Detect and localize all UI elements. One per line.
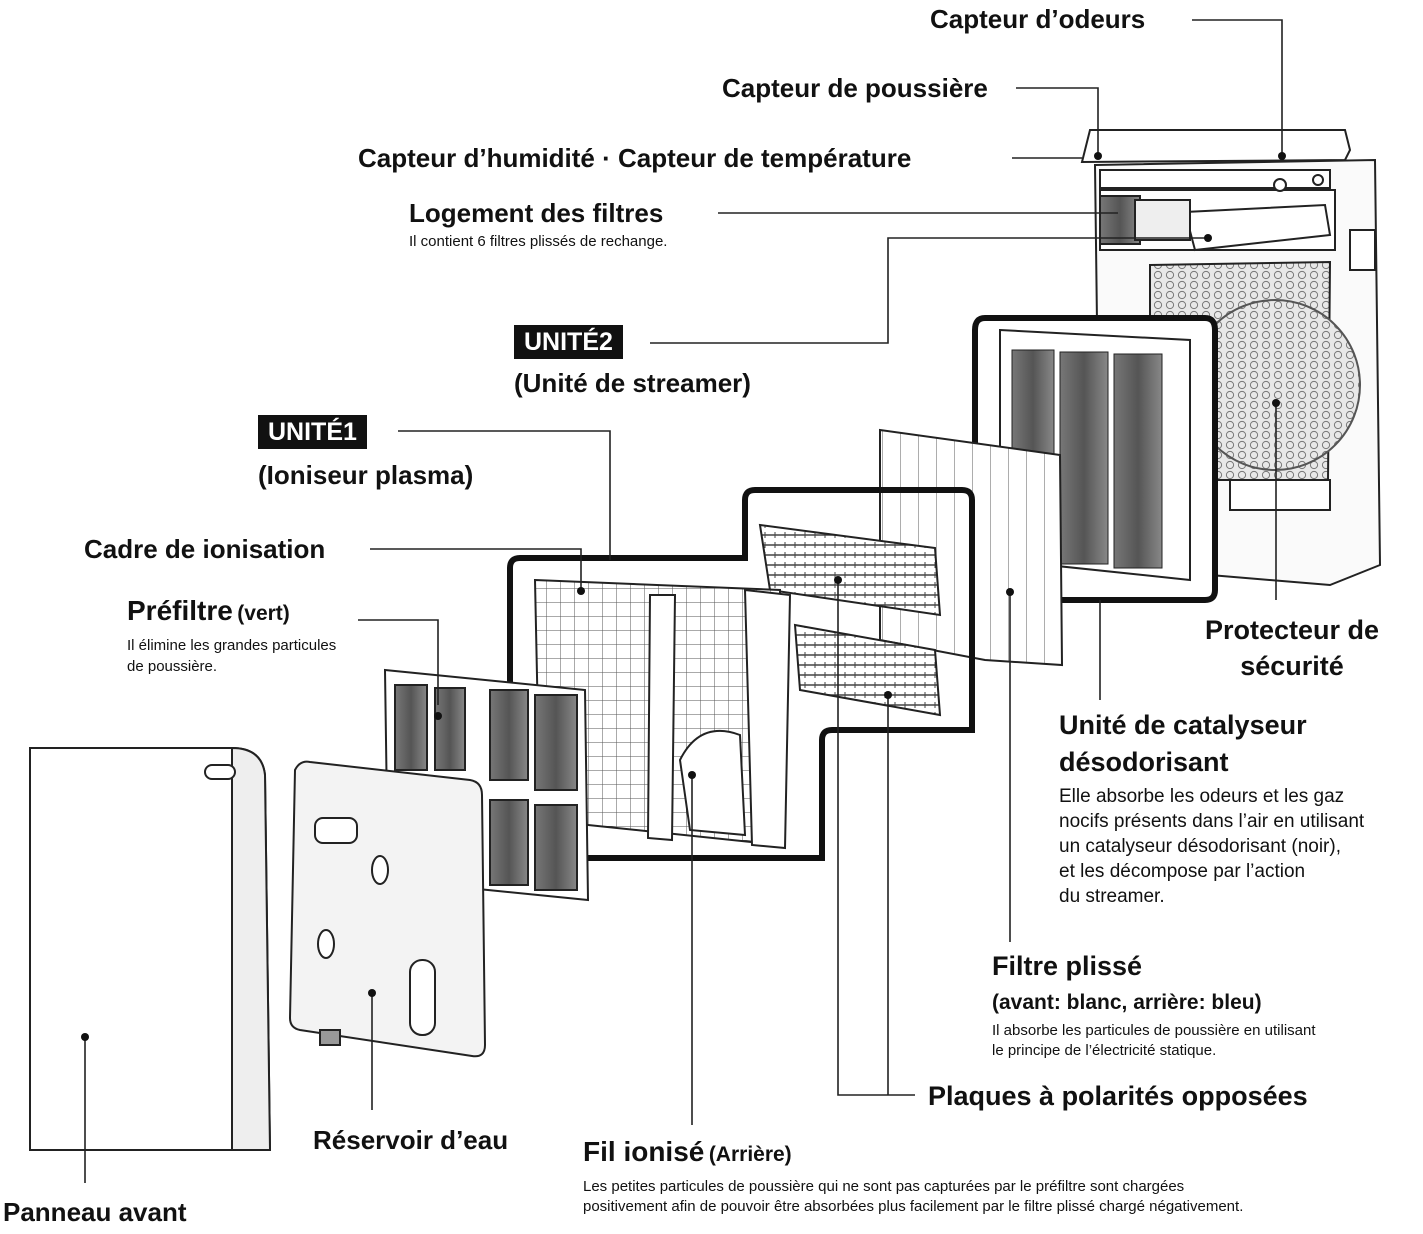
label-pleated-filter: Filtre plissé [992, 951, 1143, 981]
leader-lines [84, 19, 1283, 1183]
label-ionized-wire: Fil ionisé [583, 1136, 705, 1167]
label-pleated-filter-subtitle: (avant: blanc, arrière: bleu) [992, 991, 1262, 1014]
label-ionization-frame: Cadre de ionisation [84, 534, 326, 564]
front-panel-graphic [29, 746, 272, 1151]
label-unit2-subtitle: (Unité de streamer) [514, 368, 751, 398]
note-prefilter-1: Il élimine les grandes particules [127, 637, 337, 654]
unit1-outline [507, 487, 975, 861]
note-pleated-filter-1: Il absorbe les particules de poussière e… [992, 1022, 1316, 1039]
label-unit1-subtitle: (Ioniseur plasma) [258, 460, 474, 490]
label-dust-sensor: Capteur de poussière [722, 73, 988, 103]
label-ionized-wire-suffix: (Arrière) [708, 1143, 792, 1166]
electrode-plates-graphic [758, 523, 942, 717]
badge-unit2: UNITÉ2 [514, 325, 623, 359]
leader-dots [81, 152, 1286, 1041]
note-ionized-wire-1: Les petites particules de poussière qui … [583, 1178, 1185, 1195]
label-prefilter-group: Préfiltre (vert) [127, 595, 290, 627]
label-front-panel: Panneau avant [3, 1197, 187, 1227]
note-prefilter-2: de poussière. [127, 658, 218, 675]
note-catalyst-2: nocifs présents dans l’air en utilisant [1059, 811, 1365, 832]
note-filter-storage: Il contient 6 filtres plissés de rechang… [409, 233, 668, 250]
label-odor-sensor: Capteur d’odeurs [930, 4, 1146, 34]
label-prefilter: Préfiltre [127, 595, 233, 626]
ionization-frame-graphic [533, 578, 792, 850]
badge-unit1: UNITÉ1 [258, 415, 367, 449]
label-catalyst-unit-2: désodorisant [1059, 747, 1229, 777]
label-humidity-temp-sensor: Capteur d’humidité · Capteur de températ… [358, 143, 912, 173]
note-pleated-filter-2: le principe de l’électricité statique. [992, 1042, 1217, 1059]
label-ionized-wire-group: Fil ionisé (Arrière) [583, 1136, 792, 1168]
note-catalyst-1: Elle absorbe les odeurs et les gaz [1059, 786, 1345, 807]
water-tank-graphic [288, 760, 487, 1058]
note-ionized-wire-2: positivement afin de pouvoir être absorb… [583, 1198, 1244, 1215]
label-prefilter-suffix: (vert) [237, 602, 290, 625]
label-filter-storage: Logement des filtres [409, 198, 664, 228]
note-catalyst-4: et les décompose par l’action [1059, 861, 1306, 882]
label-catalyst-unit-1: Unité de catalyseur [1059, 710, 1307, 740]
label-safety-guard-2: sécurité [1240, 651, 1344, 681]
note-catalyst-5: du streamer. [1059, 886, 1165, 907]
label-opposite-plates: Plaques à polarités opposées [928, 1081, 1308, 1111]
note-catalyst-3: un catalyseur désodorisant (noir), [1059, 836, 1341, 857]
label-water-tank: Réservoir d’eau [313, 1125, 509, 1155]
label-safety-guard-1: Protecteur de [1204, 615, 1380, 645]
